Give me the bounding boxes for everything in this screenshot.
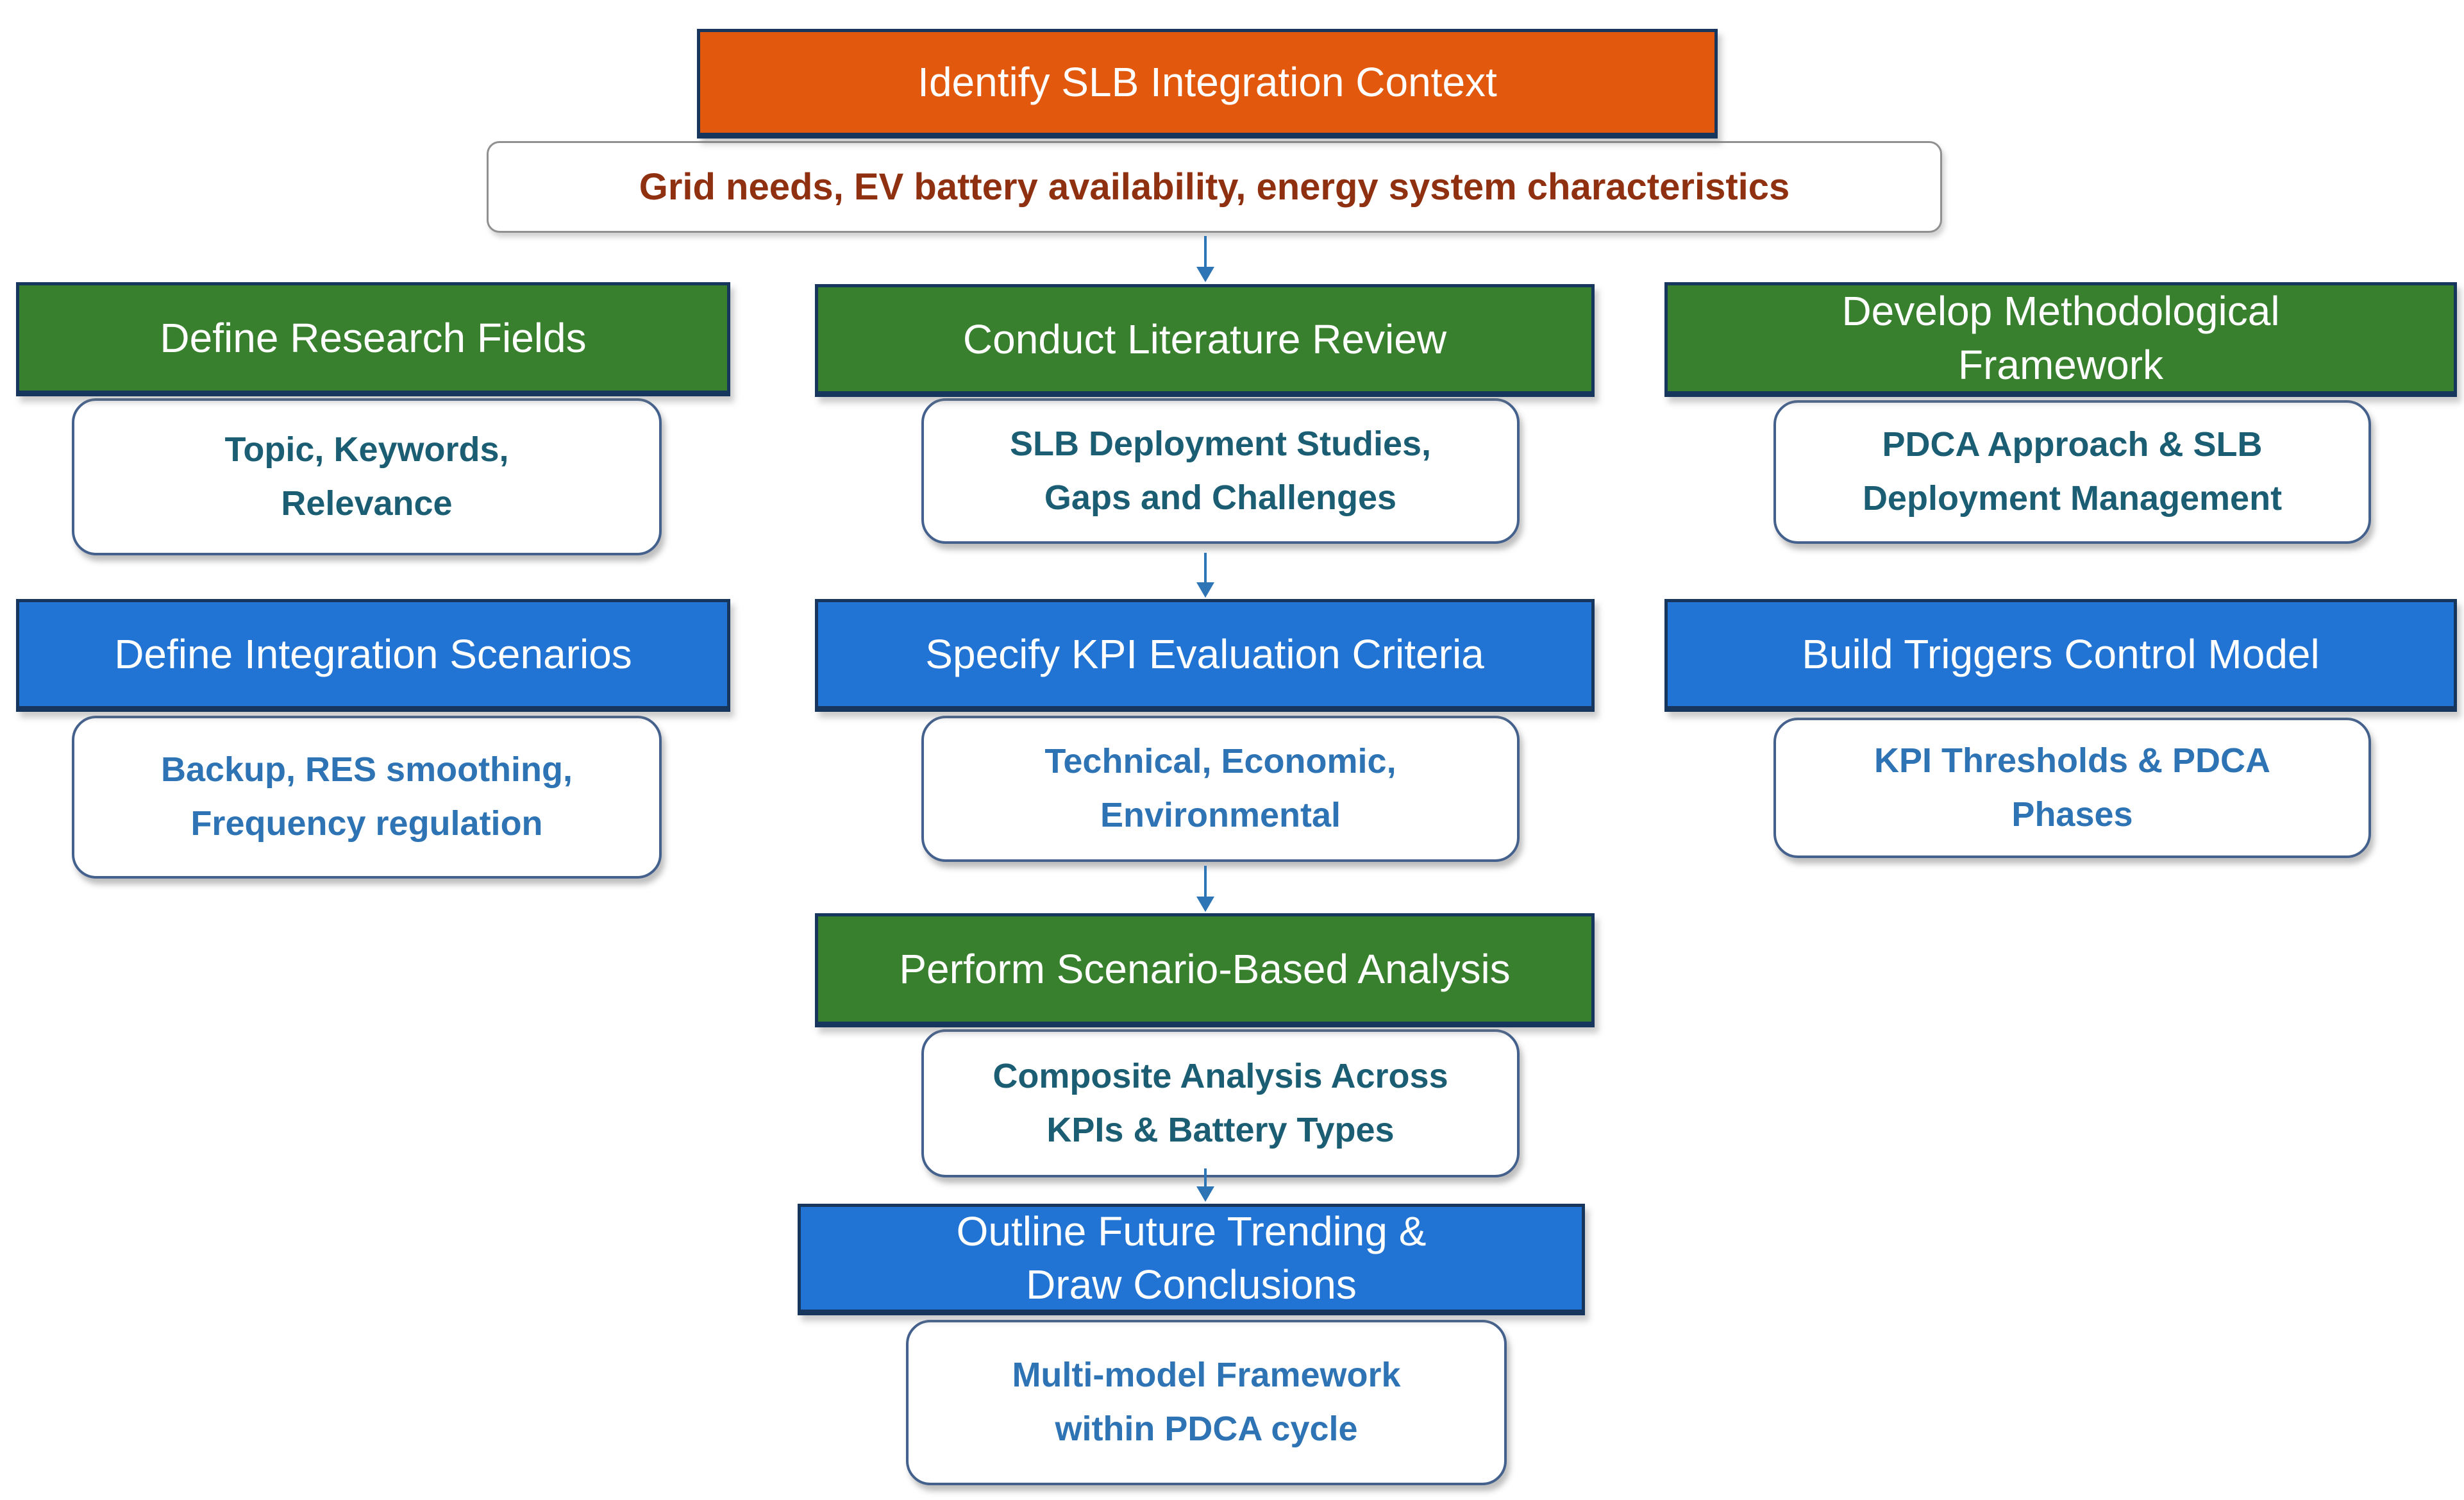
arrow-stem <box>1204 236 1207 268</box>
arrow-stem <box>1204 553 1207 584</box>
arrow-head-icon <box>1196 897 1214 912</box>
node-develop-methodological-framework: Develop Methodological Framework <box>1664 282 2457 397</box>
node-identify-slb-integration-context: Identify SLB Integration Context <box>697 29 1718 139</box>
node-label: Grid needs, EV battery availability, ene… <box>639 166 1790 208</box>
node-label-line: KPI Thresholds & PDCA <box>1873 741 2271 780</box>
node-topic-keywords-relevance: Topic, Keywords, Relevance <box>72 398 662 555</box>
node-label-line: Multi-model Framework <box>1012 1356 1401 1395</box>
node-label: Outline Future Trending & Draw Conclusio… <box>956 1208 1427 1308</box>
node-label: Define Integration Scenarios <box>114 630 632 677</box>
node-perform-scenario-based-analysis: Perform Scenario-Based Analysis <box>815 913 1595 1027</box>
node-label: Identify SLB Integration Context <box>918 59 1497 106</box>
node-label: Perform Scenario-Based Analysis <box>899 945 1511 992</box>
node-conduct-literature-review: Conduct Literature Review <box>815 284 1595 397</box>
node-label-line: Frequency regulation <box>190 804 543 843</box>
node-composite-analysis: Composite Analysis Across KPIs & Battery… <box>921 1029 1520 1177</box>
node-technical-economic-environmental: Technical, Economic, Environmental <box>921 716 1520 862</box>
node-define-integration-scenarios: Define Integration Scenarios <box>16 599 730 712</box>
node-define-research-fields: Define Research Fields <box>16 282 730 396</box>
node-grid-needs-context: Grid needs, EV battery availability, ene… <box>487 141 1942 233</box>
node-label-line: Environmental <box>1100 796 1341 834</box>
node-label-line: Composite Analysis Across <box>993 1056 1448 1095</box>
node-outline-future-trending-conclusions: Outline Future Trending & Draw Conclusio… <box>798 1204 1585 1315</box>
node-label-line: Gaps and Challenges <box>1044 478 1397 517</box>
arrow-analysis-to-conclusions <box>1196 1168 1214 1202</box>
node-label-line: within PDCA cycle <box>1055 1410 1358 1448</box>
node-label-line: KPIs & Battery Types <box>1046 1110 1395 1149</box>
node-label-line: Backup, RES smoothing, <box>160 750 573 789</box>
node-build-triggers-control-model: Build Triggers Control Model <box>1664 599 2457 712</box>
node-label-line: Relevance <box>281 484 453 523</box>
node-label-line: Deployment Management <box>1862 479 2283 518</box>
node-label-line: SLB Deployment Studies, <box>1009 424 1432 463</box>
node-multi-model-framework-pdca: Multi-model Framework within PDCA cycle <box>906 1320 1507 1485</box>
node-slb-deployment-studies: SLB Deployment Studies, Gaps and Challen… <box>921 398 1520 544</box>
arrow-literature-to-kpi-criteria <box>1196 553 1214 598</box>
node-label: Conduct Literature Review <box>962 316 1447 362</box>
node-label: Build Triggers Control Model <box>1802 630 2320 677</box>
arrow-head-icon <box>1196 267 1214 282</box>
node-label: Define Research Fields <box>160 314 587 361</box>
node-kpi-thresholds-pdca-phases: KPI Thresholds & PDCA Phases <box>1773 718 2371 858</box>
arrow-head-icon <box>1196 1186 1214 1202</box>
arrow-stem <box>1204 866 1207 898</box>
arrow-stem <box>1204 1168 1207 1188</box>
node-label-line: PDCA Approach & SLB <box>1882 425 2263 464</box>
node-label: Specify KPI Evaluation Criteria <box>925 630 1484 677</box>
arrow-context-to-literature-review <box>1196 236 1214 282</box>
node-specify-kpi-evaluation-criteria: Specify KPI Evaluation Criteria <box>815 599 1595 712</box>
node-backup-res-smoothing: Backup, RES smoothing, Frequency regulat… <box>72 716 662 879</box>
node-label-line: Phases <box>2011 795 2133 834</box>
node-label-line: Topic, Keywords, <box>224 430 509 469</box>
node-pdca-approach-slb-management: PDCA Approach & SLB Deployment Managemen… <box>1773 400 2371 544</box>
node-label: Develop Methodological Framework <box>1841 288 2280 388</box>
arrow-head-icon <box>1196 582 1214 598</box>
node-label-line: Technical, Economic, <box>1044 742 1396 781</box>
arrow-kpi-criteria-to-scenario-analysis <box>1196 866 1214 912</box>
